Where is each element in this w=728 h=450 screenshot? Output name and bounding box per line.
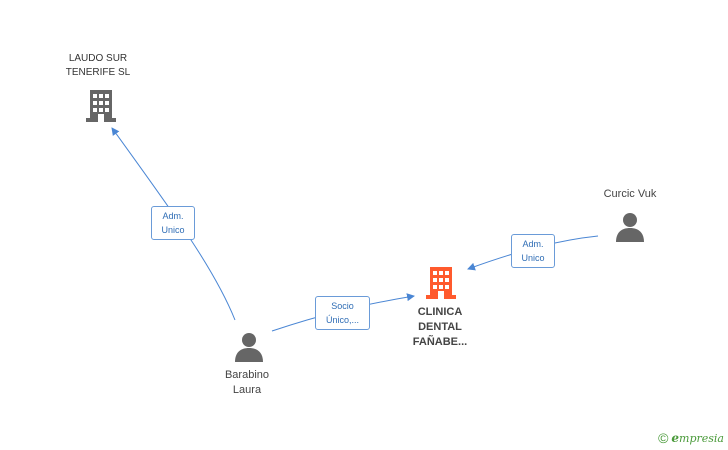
person-name-line: Laura xyxy=(232,384,262,396)
building-icon[interactable] xyxy=(86,90,116,122)
company-name-line: CLINICA xyxy=(417,306,463,318)
role-line: Unico xyxy=(521,253,545,263)
edge-label-barabino-laudo[interactable]: Adm. Unico xyxy=(151,206,195,240)
role-line: Adm. xyxy=(522,239,544,249)
copyright-symbol: © xyxy=(658,430,669,446)
person-name-line: Barabino xyxy=(224,369,270,381)
brand-initial: e xyxy=(671,431,680,445)
company-label-laudo[interactable]: LAUDO SUR TENERIFE SL xyxy=(48,52,148,80)
person-name-line: Curcic Vuk xyxy=(603,188,657,200)
role-line: Único,... xyxy=(325,315,359,325)
company-name-line: FAÑABE... xyxy=(412,336,468,348)
person-icon[interactable] xyxy=(616,213,644,242)
person-label-barabino[interactable]: Barabino Laura xyxy=(197,368,297,398)
company-name-line: TENERIFE SL xyxy=(65,67,131,78)
edge-label-barabino-clinica[interactable]: Socio Único,... xyxy=(315,296,370,330)
role-line: Adm. xyxy=(162,211,184,221)
role-line: Socio xyxy=(331,301,354,311)
building-icon[interactable] xyxy=(426,267,456,299)
company-name-line: DENTAL xyxy=(418,321,462,333)
brand-name: mpresia xyxy=(679,432,724,445)
edge-label-curcic-clinica[interactable]: Adm. Unico xyxy=(511,234,555,268)
company-label-clinica[interactable]: CLINICA DENTAL FAÑABE... xyxy=(390,305,490,350)
person-label-curcic[interactable]: Curcic Vuk xyxy=(580,187,680,202)
company-name-line: LAUDO SUR xyxy=(68,53,128,64)
role-line: Unico xyxy=(161,225,185,235)
empresia-watermark: © empresia xyxy=(658,430,724,446)
person-icon[interactable] xyxy=(235,333,263,362)
